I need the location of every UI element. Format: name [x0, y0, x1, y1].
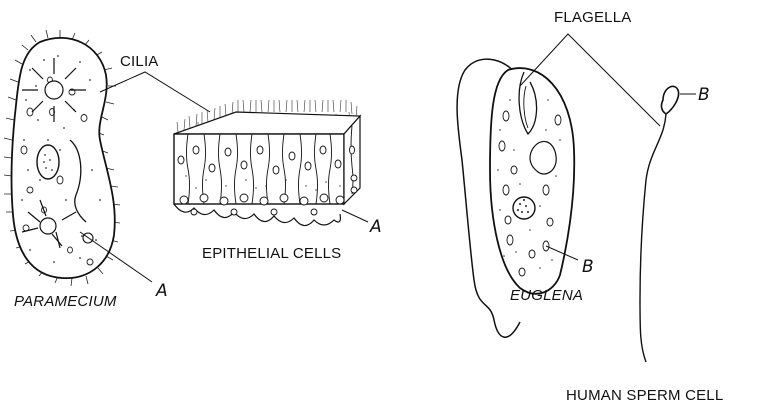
- epithelial-marker-a: A: [369, 217, 382, 237]
- flagella-label: FLAGELLA: [554, 9, 631, 26]
- paramecium-nucleus: [37, 145, 59, 179]
- epithelial-cells-label: EPITHELIAL CELLS: [202, 245, 341, 262]
- cilia-pointer-line: [100, 72, 210, 112]
- sperm-head: [661, 86, 678, 114]
- euglena-label: EUGLENA: [510, 287, 583, 304]
- sperm-marker-b: B: [698, 85, 710, 105]
- paramecium-marker-a: A: [155, 281, 168, 301]
- epithelial-a-pointer: [342, 210, 368, 222]
- sperm-cell-drawing: [640, 86, 679, 362]
- epithelial-block-drawing: [174, 100, 360, 226]
- human-sperm-cell-label: HUMAN SPERM CELL: [566, 387, 723, 404]
- euglena-marker-b: B: [582, 257, 594, 277]
- cilia-label: CILIA: [120, 53, 159, 70]
- paramecium-label: PARAMECIUM: [14, 293, 117, 310]
- sperm-tail: [640, 114, 666, 362]
